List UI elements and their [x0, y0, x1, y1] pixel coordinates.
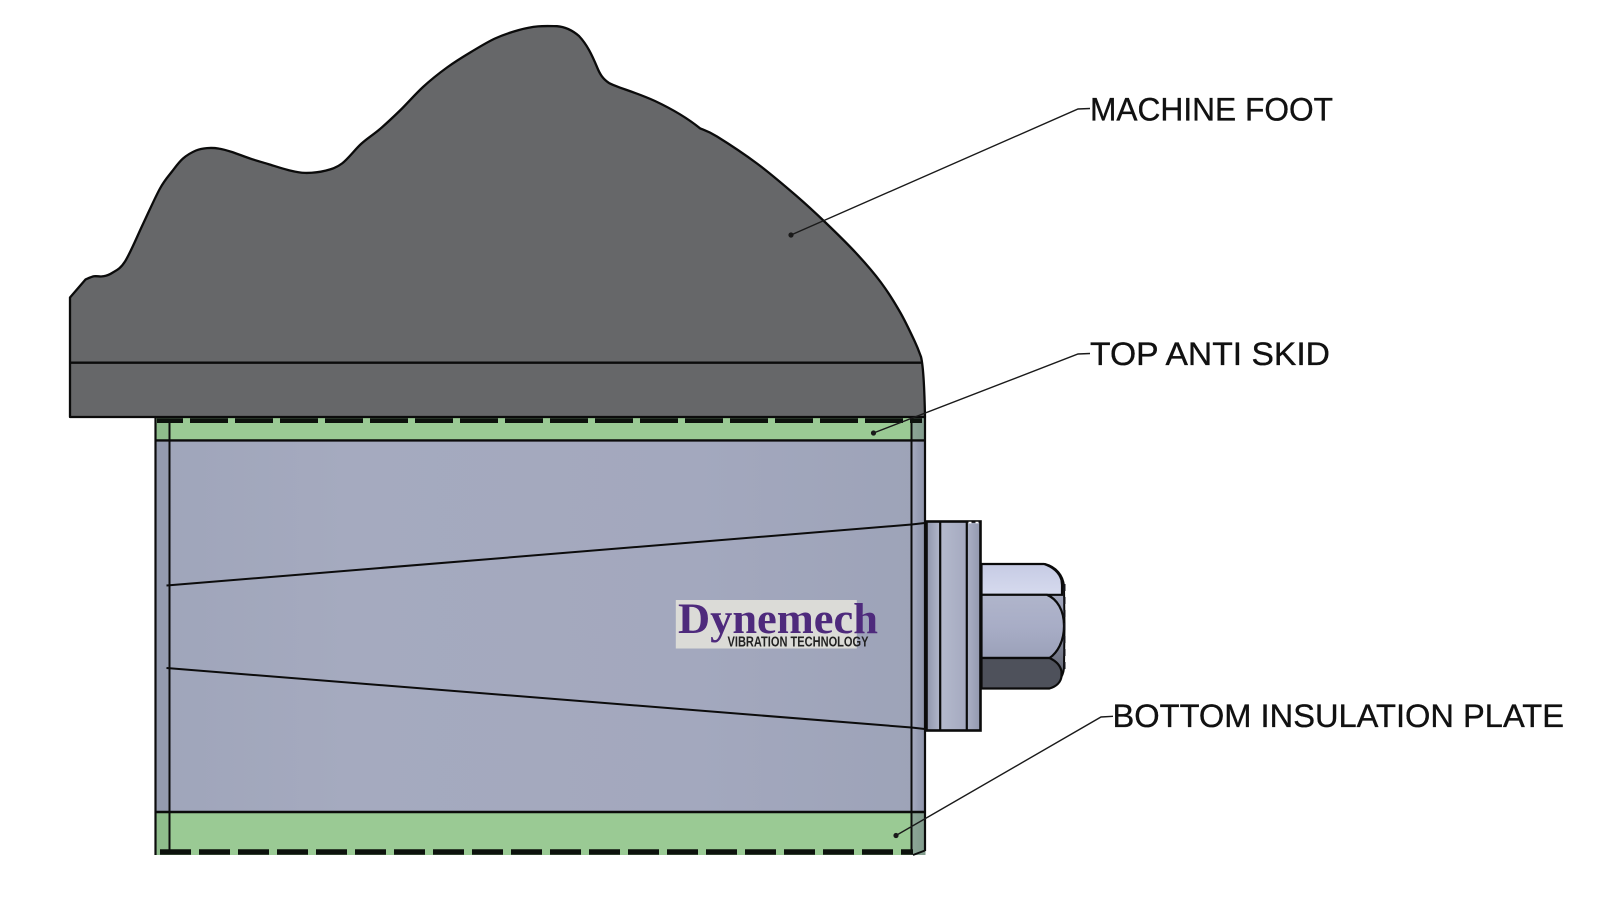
svg-text:MACHINE FOOT: MACHINE FOOT: [1090, 91, 1333, 127]
svg-text:BOTTOM INSULATION PLATE: BOTTOM INSULATION PLATE: [1113, 698, 1565, 734]
svg-text:VIBRATION TECHNOLOGY: VIBRATION TECHNOLOGY: [728, 634, 869, 650]
svg-text:TOP ANTI SKID: TOP ANTI SKID: [1090, 336, 1330, 372]
svg-text:Dynemech: Dynemech: [678, 596, 878, 643]
